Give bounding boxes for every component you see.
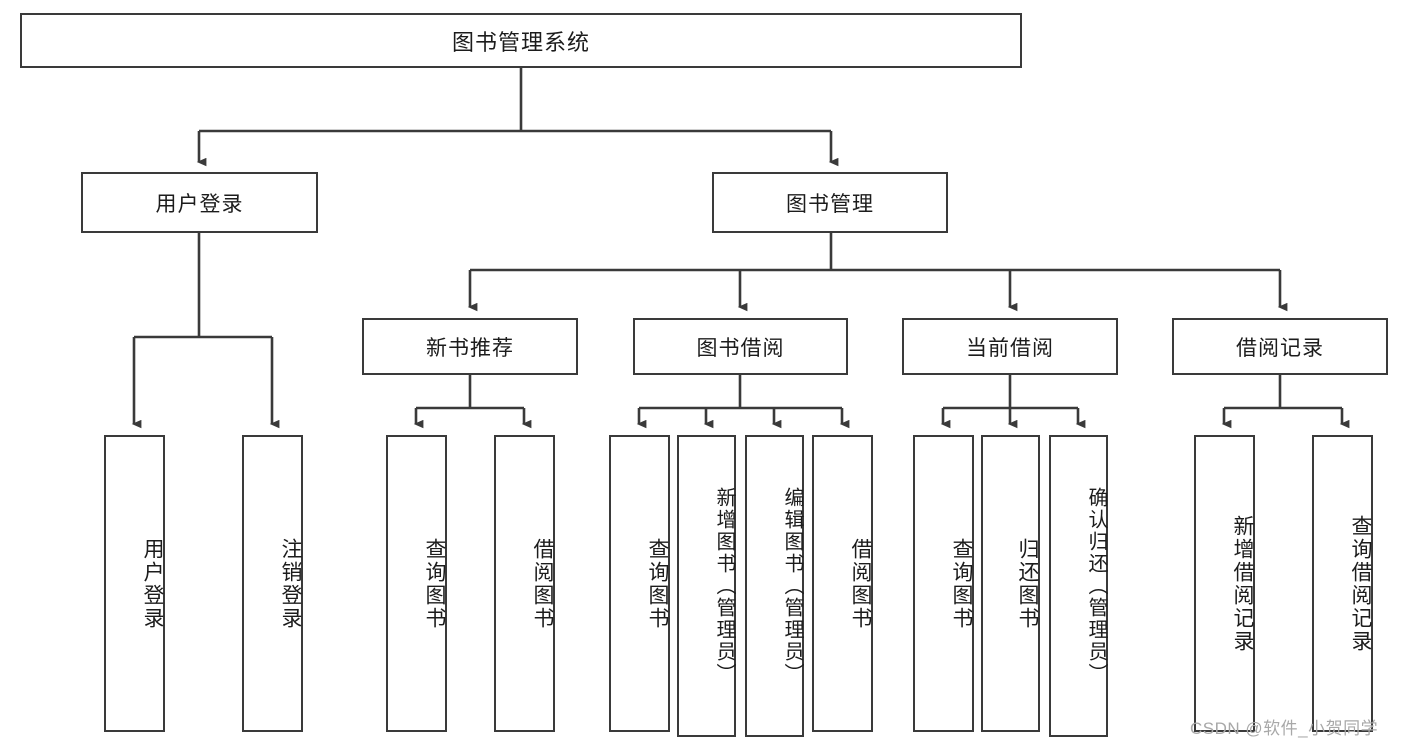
node-label: 新增图书（管理员） [713,487,735,685]
node-label: 当前借阅 [966,336,1054,360]
node-label: 确认归还（管理员） [1085,487,1107,685]
node-label: 查询借阅记录 [1349,514,1372,653]
watermark-text: CSDN @软件_小贺同学 [1190,719,1379,738]
node-label: 归还图书 [1016,537,1039,630]
node-label: 用户登录 [155,192,244,216]
node-book-management[interactable]: 图书管理 [712,172,948,233]
node-user-login[interactable]: 用户登录 [81,172,318,233]
node-book-borrow[interactable]: 图书借阅 [633,318,848,375]
node-label: 图书借阅 [696,336,785,360]
leaf-book-borrow-query[interactable]: 查询图书 [609,435,670,732]
leaf-new-book-query[interactable]: 查询图书 [386,435,447,732]
node-label: 新增借阅记录 [1231,514,1254,653]
leaf-current-borrow-query[interactable]: 查询图书 [913,435,974,732]
node-borrow-record[interactable]: 借阅记录 [1172,318,1388,375]
leaf-borrow-record-query[interactable]: 查询借阅记录 [1312,435,1373,732]
leaf-current-borrow-return[interactable]: 归还图书 [981,435,1040,732]
node-label: 查询图书 [423,537,446,630]
node-label: 图书管理系统 [451,29,590,55]
leaf-book-borrow-borrow[interactable]: 借阅图书 [812,435,873,732]
node-label: 图书管理 [786,192,874,216]
node-label: 借阅记录 [1236,336,1324,360]
node-root-system[interactable]: 图书管理系统 [20,13,1022,68]
node-label: 借阅图书 [849,537,872,630]
node-current-borrow[interactable]: 当前借阅 [902,318,1118,375]
node-label: 查询图书 [646,537,669,630]
node-label: 借阅图书 [531,537,554,630]
node-label: 新书推荐 [426,336,514,360]
node-label: 用户登录 [141,537,164,630]
leaf-new-book-borrow[interactable]: 借阅图书 [494,435,555,732]
node-label: 查询图书 [950,537,973,630]
leaf-user-login-login[interactable]: 用户登录 [104,435,165,732]
node-label: 注销登录 [279,537,302,630]
node-label: 编辑图书（管理员） [781,487,803,685]
node-new-book-recommend[interactable]: 新书推荐 [362,318,578,375]
leaf-book-borrow-add[interactable]: 新增图书（管理员） [677,435,736,737]
leaf-current-borrow-confirm[interactable]: 确认归还（管理员） [1049,435,1108,737]
leaf-user-login-logout[interactable]: 注销登录 [242,435,303,732]
leaf-book-borrow-edit[interactable]: 编辑图书（管理员） [745,435,804,737]
leaf-borrow-record-add[interactable]: 新增借阅记录 [1194,435,1255,732]
